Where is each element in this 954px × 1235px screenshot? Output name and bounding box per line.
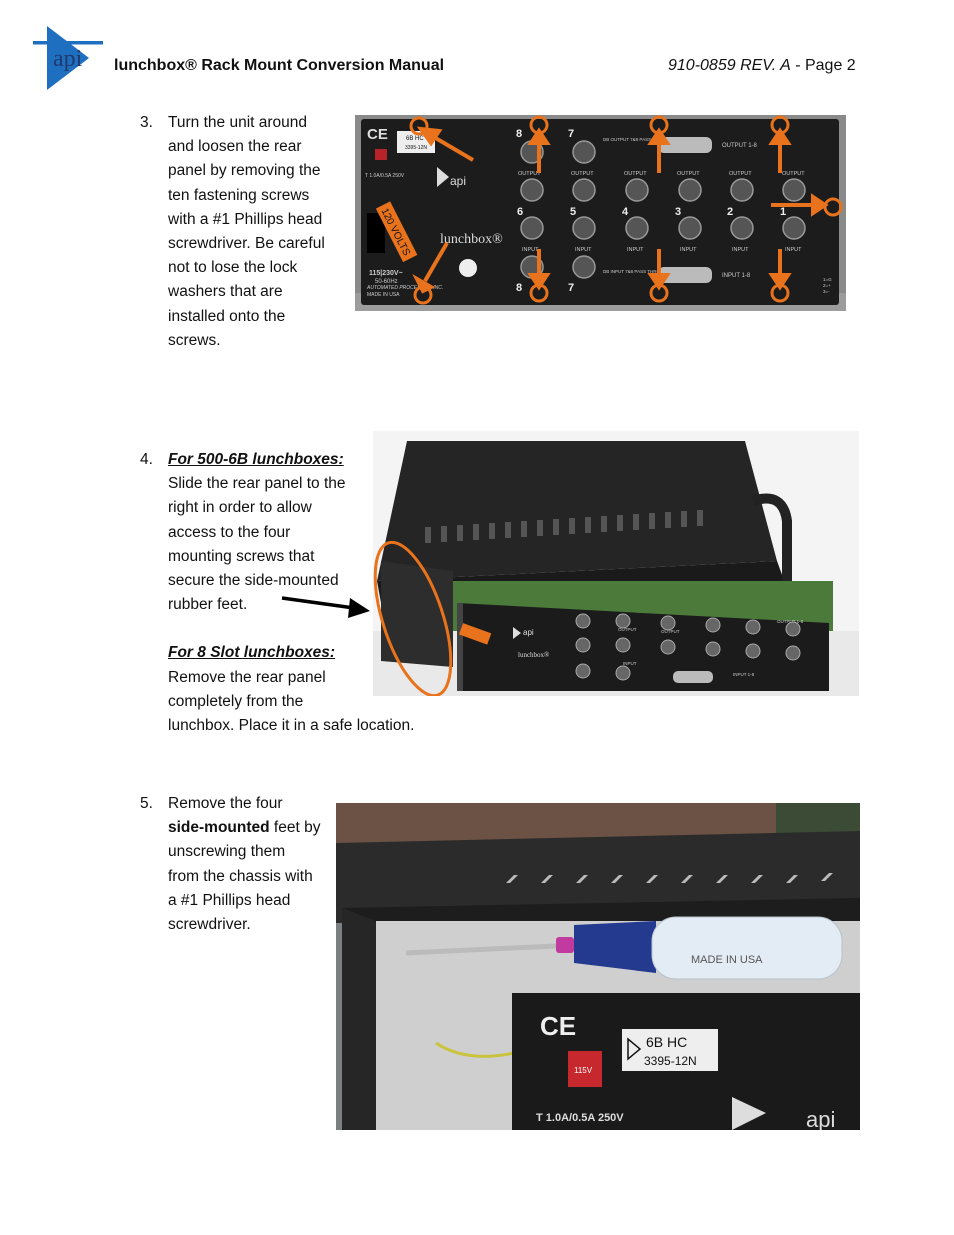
doc-id: 910-0859 REV. A [668, 57, 791, 74]
svg-text:api: api [450, 174, 466, 188]
svg-text:3395-12N: 3395-12N [644, 1054, 697, 1068]
text-line: installed onto the [168, 307, 286, 325]
text-line: screwdriver. Be careful [168, 235, 325, 253]
svg-text:AUTOMATED PROCESSES, INC.: AUTOMATED PROCESSES, INC. [366, 285, 443, 291]
step-number: 5. [140, 795, 153, 812]
text-line: not to lose the lock [168, 259, 298, 277]
svg-text:T 1.0A/0.5A 250V: T 1.0A/0.5A 250V [365, 173, 405, 179]
svg-text:OUTPUT: OUTPUT [729, 171, 752, 177]
svg-text:api: api [53, 46, 83, 72]
svg-text:INPUT: INPUT [522, 247, 539, 253]
svg-text:4: 4 [622, 206, 629, 218]
svg-text:INPUT: INPUT [785, 247, 802, 253]
step-text: Remove the four side-mounted feet by uns… [168, 792, 320, 937]
rear-panel-photo: CE 6B HC 3395-12N T 1.0A/0.5A 250V api l… [355, 115, 846, 311]
svg-text:50-60Hz: 50-60Hz [375, 279, 398, 285]
svg-text:CE: CE [540, 1011, 576, 1041]
svg-text:3=-: 3=- [823, 289, 830, 294]
text-line: rubber feet. [168, 596, 248, 614]
text-line: Remove the rear panel [168, 668, 326, 686]
svg-text:OUTPUT: OUTPUT [624, 171, 647, 177]
text-line: from the chassis with [168, 867, 313, 885]
step-text: Turn the unit around and loosen the rear… [168, 111, 325, 353]
page-number: - Page 2 [795, 57, 856, 74]
text-line: Slide the rear panel to the [168, 475, 346, 493]
svg-text:INPUT: INPUT [623, 661, 637, 666]
svg-text:3395-12N: 3395-12N [405, 145, 427, 151]
text-line: washers that are [168, 283, 283, 301]
text-line: ten fastening screws [168, 186, 310, 204]
svg-text:3: 3 [675, 206, 681, 218]
svg-text:OUTPUT 1-8: OUTPUT 1-8 [777, 619, 804, 624]
svg-text:INPUT: INPUT [680, 247, 697, 253]
svg-text:OUTPUT 1-8: OUTPUT 1-8 [722, 143, 758, 149]
svg-text:DB INPUT 7&8 PASS THROUGH: DB INPUT 7&8 PASS THROUGH [603, 269, 670, 274]
text-line: unscrewing them [168, 843, 286, 861]
svg-text:INPUT: INPUT [575, 247, 592, 253]
svg-text:api: api [806, 1107, 835, 1130]
text-fragment: feet by [269, 819, 321, 837]
svg-text:INPUT 1-8: INPUT 1-8 [722, 273, 751, 279]
document-title: lunchbox® Rack Mount Conversion Manual [114, 57, 445, 74]
svg-text:T 1.0A/0.5A 250V: T 1.0A/0.5A 250V [536, 1112, 624, 1124]
svg-text:OUTPUT: OUTPUT [518, 171, 541, 177]
text-line: screwdriver. [168, 916, 251, 934]
svg-text:7: 7 [568, 128, 574, 140]
step-heading: For 500-6B lunchboxes: [168, 451, 344, 468]
svg-text:OUTPUT: OUTPUT [661, 629, 680, 634]
api-logo: api [33, 22, 105, 94]
svg-text:OUTPUT: OUTPUT [618, 627, 637, 632]
svg-text:2=+: 2=+ [823, 283, 831, 288]
svg-text:api: api [523, 628, 534, 637]
text-line: panel by removing the [168, 162, 321, 180]
svg-text:8: 8 [516, 128, 522, 140]
pointer-arrow-icon [280, 590, 372, 625]
svg-text:INPUT: INPUT [732, 247, 749, 253]
svg-text:OUTPUT: OUTPUT [782, 171, 805, 177]
svg-text:MADE IN USA: MADE IN USA [691, 954, 763, 966]
svg-text:INPUT 1-8: INPUT 1-8 [733, 672, 755, 677]
step-number: 4. [140, 451, 153, 468]
svg-text:1=G: 1=G [823, 277, 832, 282]
svg-text:INPUT: INPUT [627, 247, 644, 253]
svg-text:lunchbox®: lunchbox® [518, 651, 550, 659]
svg-text:OUTPUT: OUTPUT [677, 171, 700, 177]
text-line: with a #1 Phillips head [168, 210, 323, 228]
emphasis-text: side-mounted [168, 819, 270, 837]
svg-text:lunchbox®: lunchbox® [440, 232, 503, 247]
text-line: lunchbox. Place it in a safe location. [168, 717, 415, 735]
text-line: screws. [168, 331, 221, 349]
screwdriver-photo: MADE IN USA CE 6B HC 3395-12N 115V T 1.0… [336, 803, 860, 1130]
svg-text:7: 7 [568, 282, 574, 294]
svg-text:CE: CE [367, 126, 388, 143]
step-text: For 500-6B lunchboxes: Slide the rear pa… [168, 448, 414, 738]
svg-text:115|230V~: 115|230V~ [369, 270, 403, 277]
step-number: 3. [140, 114, 153, 131]
text-line: Turn the unit around [168, 114, 308, 131]
text-line: Remove the four [168, 795, 283, 812]
text-line: and loosen the rear [168, 138, 302, 156]
text-line: access to the four [168, 523, 291, 541]
text-line: side-mounted feet by [168, 816, 320, 840]
svg-text:5: 5 [570, 206, 576, 218]
svg-text:2: 2 [727, 206, 733, 218]
svg-text:115V: 115V [574, 1066, 593, 1075]
svg-text:DB OUTPUT 7&8 PASS THROUGH: DB OUTPUT 7&8 PASS THROUGH [603, 137, 675, 142]
text-line: a #1 Phillips head [168, 891, 291, 909]
svg-text:8: 8 [516, 282, 522, 294]
svg-text:6: 6 [517, 206, 523, 218]
svg-text:OUTPUT: OUTPUT [571, 171, 594, 177]
text-line: mounting screws that [168, 547, 315, 565]
text-line: right in order to allow [168, 499, 312, 517]
svg-text:6B HC: 6B HC [646, 1034, 687, 1050]
svg-text:MADE IN USA: MADE IN USA [367, 292, 400, 298]
text-line: completely from the [168, 692, 304, 710]
step-heading: For 8 Slot lunchboxes: [168, 644, 336, 662]
svg-text:1: 1 [780, 206, 786, 218]
text-line: secure the side-mounted [168, 572, 339, 590]
panel-slide-photo: api lunchbox® OUTPUT OUTPUT OUTPUT 1-8 I… [373, 431, 859, 696]
page-identifier: 910-0859 REV. A - Page 2 [668, 57, 856, 75]
svg-text:6B HC: 6B HC [406, 136, 424, 142]
